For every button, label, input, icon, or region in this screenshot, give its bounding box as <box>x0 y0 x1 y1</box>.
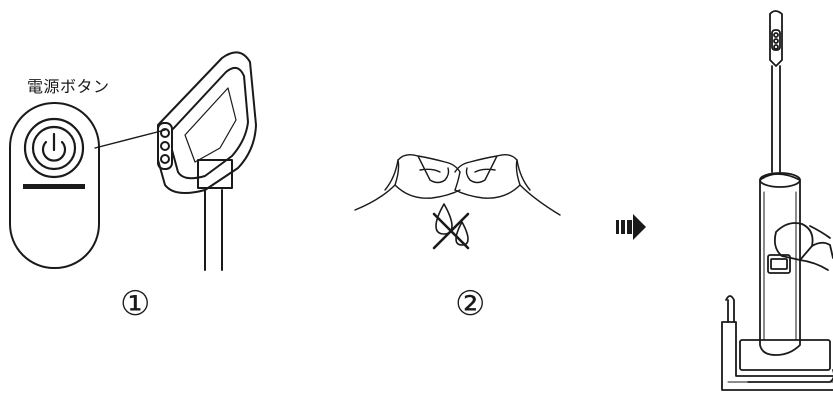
vacuum-handle <box>157 51 257 271</box>
vacuum-cleaner <box>721 10 833 391</box>
water-drop-prohibited-icon <box>432 203 470 250</box>
step-1-number: ① <box>120 284 151 324</box>
pointer-line <box>94 129 166 149</box>
striped-arrow-icon <box>616 214 646 240</box>
step-2-number: ② <box>455 284 486 324</box>
power-button-label: 電源ボタン <box>27 77 110 96</box>
power-icon <box>23 117 85 179</box>
power-button-closeup <box>9 102 100 269</box>
power-indicator-bar <box>23 184 85 189</box>
hands-illustration <box>354 153 561 216</box>
